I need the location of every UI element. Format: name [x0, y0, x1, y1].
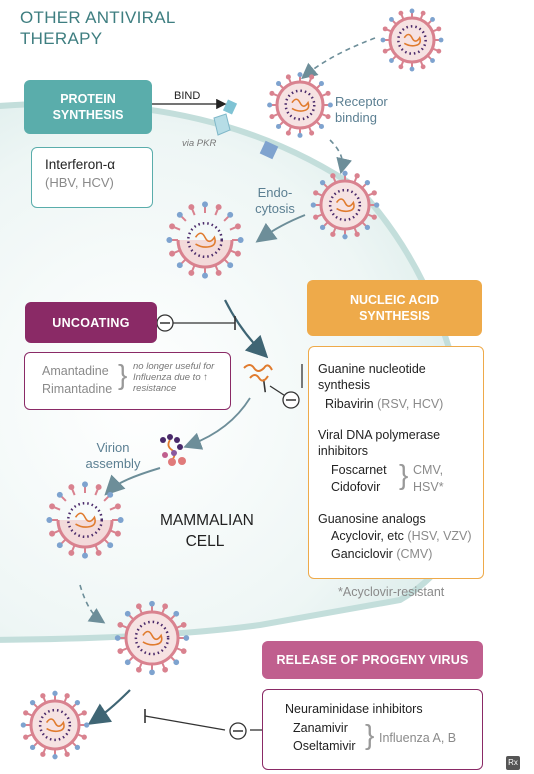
- receptor-membrane-icon: [259, 140, 279, 160]
- ribavirin-row: Ribavirin (RSV, HCV): [325, 397, 444, 411]
- neuraminidase-title: Neuraminidase inhibitors: [285, 702, 423, 716]
- interferon-box: Interferon-α (HBV, HCV): [31, 147, 153, 208]
- hsv-label: HSV*: [413, 480, 444, 494]
- uncoating-brace-icon: }: [118, 359, 128, 390]
- release-inhibit-line: [144, 715, 226, 731]
- endocytosis-arrow: [255, 214, 306, 243]
- acyclovir-resistant-footnote: *Acyclovir-resistant: [338, 585, 445, 599]
- budding-virus-icon: [46, 481, 124, 559]
- uncoating-note: no longer useful for Influenza due to ↑ …: [133, 361, 215, 394]
- release-header: RELEASE OF PROGENY VIRUS: [262, 641, 483, 679]
- rx-logo: Rx: [506, 756, 520, 770]
- interferon-indication: (HBV, HCV): [45, 175, 114, 190]
- influenza-indication: Influenza A, B: [379, 731, 457, 745]
- progeny-virus-icon: [114, 600, 190, 676]
- approach-arrow: [301, 37, 376, 80]
- page-title: OTHER ANTIVIRAL THERAPY: [20, 8, 176, 48]
- nucleic-acid-header-text: NUCLEIC ACID SYNTHESIS: [349, 293, 440, 323]
- uncoating-drug-box: Amantadine Rimantadine } no longer usefu…: [24, 352, 231, 410]
- protein-synthesis-header-text: PROTEIN SYNTHESIS: [52, 92, 124, 122]
- release-brace-icon: }: [365, 719, 375, 750]
- rna-fragment-icon: [243, 364, 273, 382]
- amantadine-label: Amantadine: [42, 364, 109, 378]
- mammalian-cell-label: MAMMALIAN CELL: [160, 512, 254, 550]
- cidofovir-label: Cidofovir: [331, 480, 381, 494]
- nucleic-acid-drug-box: Guanine nucleotide synthesis Ribavirin (…: [308, 346, 484, 579]
- assembly-components-icon: [160, 434, 186, 466]
- release-drug-box: Neuraminidase inhibitors Zanamivir Oselt…: [262, 689, 483, 770]
- release-arrow: [87, 689, 131, 725]
- ganciclovir-row: Ganciclovir (CMV): [331, 547, 433, 561]
- guanosine-title: Guanosine analogs: [318, 512, 426, 526]
- protein-synthesis-header: PROTEIN SYNTHESIS: [24, 80, 152, 134]
- budding-arrow: [79, 584, 106, 624]
- rimantadine-label: Rimantadine: [42, 382, 113, 396]
- virus-receptor-bound-icon: [267, 72, 333, 138]
- oseltamivir-label: Oseltamivir: [293, 739, 356, 753]
- bind-label: BIND: [174, 90, 201, 102]
- virion-assembly-label: Virion assembly: [85, 440, 141, 471]
- to-budding-arrow: [104, 467, 161, 496]
- nucleic-acid-header: NUCLEIC ACID SYNTHESIS: [307, 280, 482, 336]
- virus-approaching-icon: [380, 8, 444, 72]
- release-header-text: RELEASE OF PROGENY VIRUS: [276, 653, 469, 667]
- uncoating-header: UNCOATING: [25, 302, 157, 343]
- via-pkr-label: via PKR: [182, 138, 217, 149]
- receptor-binding-label: Receptor binding: [335, 94, 388, 125]
- foscarnet-label: Foscarnet: [331, 463, 387, 477]
- uncoating-header-text: UNCOATING: [52, 315, 130, 330]
- dna-polymerase-title: Viral DNA polymerase inhibitors: [318, 428, 441, 458]
- endocytosis-label: Endo-cytosis: [255, 185, 295, 216]
- assembly-arrow: [183, 397, 251, 450]
- zanamivir-label: Zanamivir: [293, 721, 348, 735]
- virus-endocytosis-icon: [310, 170, 380, 240]
- interferon-drug: Interferon-α: [45, 157, 116, 172]
- uncoating-arrow: [224, 299, 269, 359]
- cmv-label: CMV,: [413, 463, 444, 477]
- endosome-virus-icon: [166, 201, 244, 279]
- acyclovir-row: Acyclovir, etc (HSV, VZV): [331, 529, 472, 543]
- polymerase-brace-icon: }: [399, 459, 409, 490]
- released-virus-icon: [20, 690, 90, 760]
- binding-to-entry-arrow: [329, 139, 352, 175]
- guanine-title: Guanine nucleotide synthesis: [318, 362, 426, 392]
